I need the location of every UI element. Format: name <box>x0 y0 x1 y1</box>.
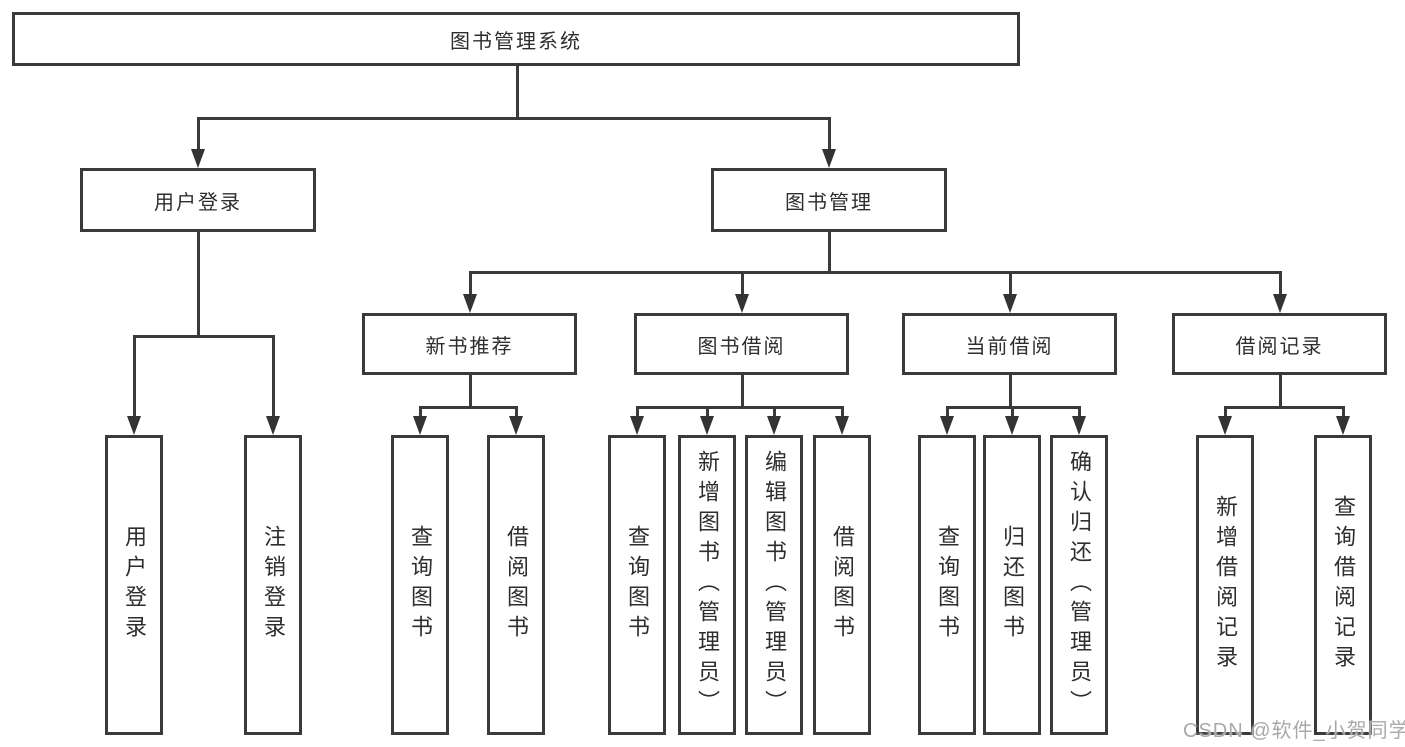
arrow-down-icon <box>266 416 280 435</box>
node-user-login: 用户登录 <box>80 168 316 232</box>
node-label: 用户登录 <box>154 191 242 214</box>
arrow-down-icon <box>413 416 427 435</box>
leaf-return-books: 归还图书 <box>983 435 1041 735</box>
connector-line <box>272 335 275 419</box>
arrow-down-icon <box>191 149 205 168</box>
arrow-down-icon <box>767 416 781 435</box>
node-label: 借阅图书 <box>830 525 855 645</box>
arrow-down-icon <box>1005 416 1019 435</box>
connector-line <box>1279 375 1282 409</box>
arrow-down-icon <box>1336 416 1350 435</box>
arrow-down-icon <box>630 416 644 435</box>
connector-line <box>133 335 136 419</box>
node-borrowing-records: 借阅记录 <box>1172 313 1387 375</box>
connector-line <box>1078 406 1081 419</box>
connector-line <box>1342 406 1345 419</box>
leaf-confirm-return-admin: 确认归还（管理员） <box>1050 435 1108 735</box>
node-label: 查询图书 <box>935 525 960 645</box>
connector-line <box>706 406 709 419</box>
arrow-down-icon <box>700 416 714 435</box>
connector-line <box>1224 406 1345 409</box>
arrow-down-icon <box>127 416 141 435</box>
leaf-edit-books-admin: 编辑图书（管理员） <box>745 435 803 735</box>
connector-line <box>197 117 200 152</box>
connector-line <box>1009 271 1012 297</box>
node-library-system: 图书管理系统 <box>12 12 1020 66</box>
arrow-down-icon <box>509 416 523 435</box>
connector-line <box>197 117 831 120</box>
connector-line <box>1224 406 1227 419</box>
node-label: 用户登录 <box>122 525 147 645</box>
node-label: 图书管理系统 <box>450 30 582 53</box>
watermark-text: CSDN @软件_小贺同学 <box>1183 720 1405 742</box>
leaf-query-books-borrowing: 查询图书 <box>608 435 666 735</box>
node-label: 新增图书（管理员） <box>695 450 720 720</box>
connector-line <box>828 117 831 152</box>
node-label: 查询图书 <box>408 525 433 645</box>
connector-line <box>741 271 744 297</box>
connector-line <box>773 406 776 419</box>
leaf-borrow-books-recommend: 借阅图书 <box>487 435 545 735</box>
node-label: 查询借阅记录 <box>1331 495 1356 675</box>
arrow-down-icon <box>735 294 749 313</box>
leaf-query-books-recommend: 查询图书 <box>391 435 449 735</box>
connector-line <box>946 406 949 419</box>
arrow-down-icon <box>1218 416 1232 435</box>
arrow-down-icon <box>463 294 477 313</box>
node-label: 编辑图书（管理员） <box>762 450 787 720</box>
leaf-borrow-books-borrowing: 借阅图书 <box>813 435 871 735</box>
node-book-borrowing: 图书借阅 <box>634 313 849 375</box>
arrow-down-icon <box>822 149 836 168</box>
node-label: 注销登录 <box>261 525 286 645</box>
node-new-book-recommendation: 新书推荐 <box>362 313 577 375</box>
leaf-add-books-admin: 新增图书（管理员） <box>678 435 736 735</box>
connector-line <box>1009 375 1012 409</box>
node-label: 新书推荐 <box>425 335 514 358</box>
leaf-query-borrow-record: 查询借阅记录 <box>1314 435 1372 735</box>
node-label: 查询图书 <box>625 525 650 645</box>
node-label: 新增借阅记录 <box>1213 495 1238 675</box>
leaf-logout: 注销登录 <box>244 435 302 735</box>
arrow-down-icon <box>1273 294 1287 313</box>
connector-line <box>636 406 844 409</box>
connector-line <box>741 375 744 409</box>
connector-line <box>515 406 518 419</box>
connector-line <box>828 232 831 274</box>
node-label: 图书借阅 <box>697 335 786 358</box>
node-label: 借阅图书 <box>504 525 529 645</box>
connector-line <box>1011 406 1014 419</box>
connector-line <box>469 271 1281 274</box>
connector-line <box>419 406 422 419</box>
node-label: 图书管理 <box>785 191 873 214</box>
node-label: 借阅记录 <box>1235 335 1324 358</box>
connector-line <box>636 406 639 419</box>
node-book-management: 图书管理 <box>711 168 947 232</box>
arrow-down-icon <box>940 416 954 435</box>
arrow-down-icon <box>1003 294 1017 313</box>
leaf-query-books-current: 查询图书 <box>918 435 976 735</box>
leaf-user-login: 用户登录 <box>105 435 163 735</box>
connector-line <box>516 66 519 120</box>
connector-line <box>469 375 472 409</box>
connector-line <box>133 335 275 338</box>
leaf-add-borrow-record: 新增借阅记录 <box>1196 435 1254 735</box>
node-current-borrowing: 当前借阅 <box>902 313 1117 375</box>
connector-line <box>469 271 472 297</box>
node-label: 当前借阅 <box>965 335 1054 358</box>
arrow-down-icon <box>1072 416 1086 435</box>
arrow-down-icon <box>835 416 849 435</box>
connector-line <box>1279 271 1282 297</box>
node-label: 确认归还（管理员） <box>1067 450 1092 720</box>
connector-line <box>419 406 518 409</box>
node-label: 归还图书 <box>1000 525 1025 645</box>
connector-line <box>841 406 844 419</box>
connector-line <box>197 232 200 338</box>
